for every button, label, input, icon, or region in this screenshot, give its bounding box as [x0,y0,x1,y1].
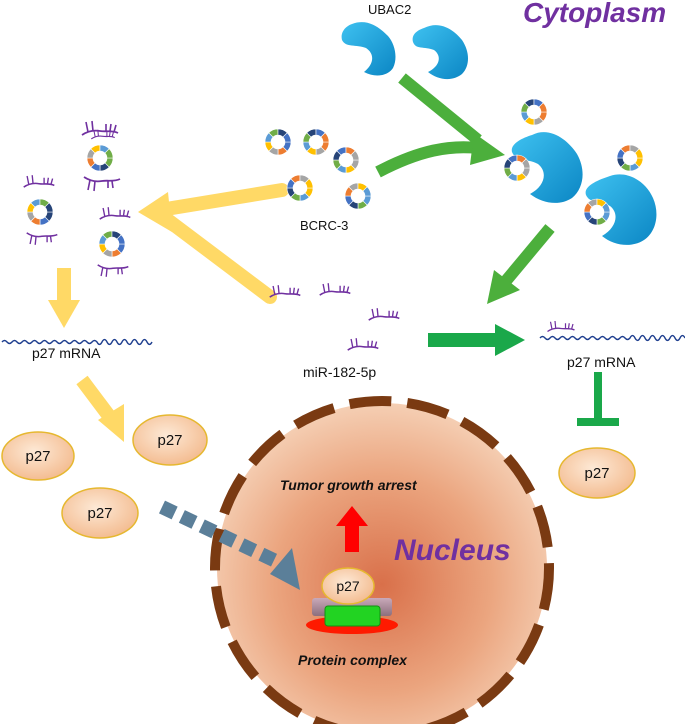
circrna-ring-segment [634,148,644,159]
nucleus [210,396,554,724]
ubac2-protein-4 [585,174,657,245]
circrna-ring [344,182,372,210]
circrna-ring [503,154,531,182]
circrna-ring-segment [282,132,292,143]
circrna-ring [98,230,126,258]
circrna-ring [332,146,360,174]
ubac2-protein-2 [412,25,468,80]
circrna-ring-segment [116,234,126,245]
circrna-ring-segment [320,132,330,143]
circrna-ring-segment [521,158,531,169]
circrna-ring-segment [362,186,372,197]
green-arrow-ubac2-to-complex [375,73,505,178]
red-up-arrow [336,506,368,552]
circrna-ring [264,128,292,156]
circrna-ring-segment [104,148,114,159]
p27-mrna-left [1,338,153,346]
p27-protein-right: p27 [558,447,636,499]
p27-protein-3: p27 [61,487,139,539]
green-arrow-mirna-to-right-mrna [428,324,525,356]
circrna-ring-segment [304,178,314,189]
circrna-ring [302,128,330,156]
circrna-ring-segment [538,102,548,113]
yellow-arrow-down-left [48,268,80,328]
green-arrow-complex-to-mrna [487,224,555,304]
circrna-ring-segment [601,202,611,213]
p27-mrna-left-label: p27 mRNA [32,345,101,361]
protein-complex: p27 [306,567,398,634]
ubac2-label: UBAC2 [368,2,411,17]
nucleus-label: Nucleus [394,534,511,567]
circrna-ring [286,174,314,202]
p27-nucleus-label: p27 [336,578,360,594]
circrna-ring-segment [44,202,54,213]
bcrc3-label: BCRC-3 [300,218,348,233]
p27-mrna-right-label: p27 mRNA [567,354,636,370]
p27-protein-right-label: p27 [584,465,609,482]
tumor-growth-arrest-label: Tumor growth arrest [280,477,418,493]
p27-protein-3-label: p27 [87,505,112,522]
mir-182-5p-molecules [268,282,401,351]
ubac2-protein-3 [511,132,583,203]
p27-protein-2: p27 [132,414,208,466]
green-inhibition-bar [577,372,619,426]
yellow-arrow-bcrc3-to-mirna-complex [138,183,289,304]
p27-mrna-right [539,320,685,342]
bcrc3-rings [264,128,372,210]
circrna-ring [520,98,548,126]
ubac2-protein-1 [341,22,396,76]
circrna-ring [583,198,611,226]
dashed-arrow-into-nucleus [158,500,300,590]
p27-protein-1: p27 [1,431,75,481]
protein-complex-label: Protein complex [298,652,408,668]
mir-182-5p-label: miR-182-5p [303,364,376,380]
circrna-mirna-complex-left [22,120,132,278]
circrna-ring-segment [350,150,360,161]
yellow-arrow-mrna-to-p27 [76,375,124,442]
circrna-ring [26,198,54,226]
circrna-ring [616,144,644,172]
cytoplasm-label: Cytoplasm [523,0,666,28]
circrna-ubac2-complex-right [503,98,644,226]
circrna-ring [86,144,114,172]
p27-protein-2-label: p27 [157,432,182,449]
p27-protein-1-label: p27 [25,448,50,465]
